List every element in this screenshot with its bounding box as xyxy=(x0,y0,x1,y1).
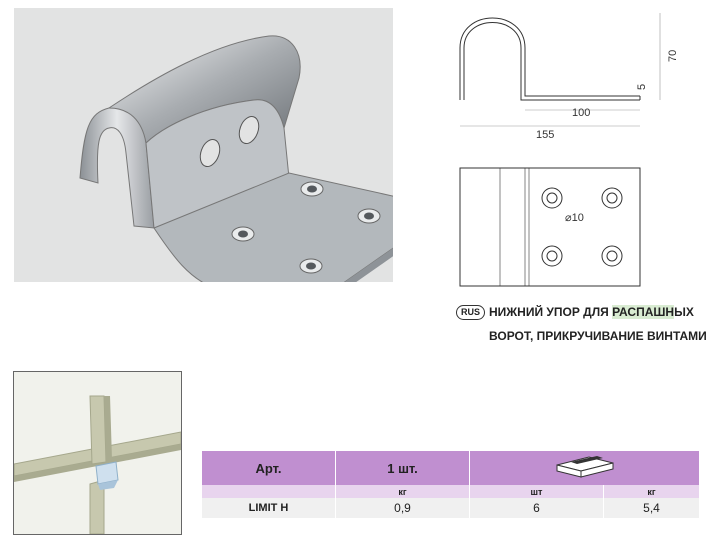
caption-text-a: НИЖНИЙ УПОР ДЛЯ xyxy=(489,305,613,319)
table-units-row: кг шт кг xyxy=(202,485,699,498)
cell-pack-weight: 5,4 xyxy=(603,498,699,518)
header-art: Арт. xyxy=(202,451,336,485)
dim-70: 70 xyxy=(667,50,679,62)
spec-table: Арт. 1 шт. кг шт кг LIMIT H 0,9 6 5,4 xyxy=(202,451,699,518)
installation-inset xyxy=(13,371,182,535)
header-qty: 1 шт. xyxy=(335,451,470,485)
caption-highlight: РАСПАШН xyxy=(612,305,675,319)
header-pack xyxy=(469,451,699,485)
cell-weight: 0,9 xyxy=(335,498,470,518)
inset-image xyxy=(14,372,181,534)
dim-hole: ⌀10 xyxy=(565,212,584,224)
drawing-svg: 100 70 5 155 ⌀10 xyxy=(459,13,679,287)
unit-kg2: кг xyxy=(603,485,699,498)
table-row: LIMIT H 0,9 6 5,4 xyxy=(202,498,699,518)
unit-kg: кг xyxy=(335,485,470,498)
package-box-icon xyxy=(556,455,613,478)
technical-drawing: 100 70 5 155 ⌀10 xyxy=(440,8,700,298)
bracket-image xyxy=(79,35,430,306)
caption-text-b: ЫХ xyxy=(674,305,694,319)
product-photo xyxy=(14,8,430,306)
language-badge: RUS xyxy=(456,305,486,320)
table-header-row: Арт. 1 шт. xyxy=(202,451,699,485)
cell-art: LIMIT H xyxy=(202,498,336,518)
dim-100: 100 xyxy=(572,107,590,119)
unit-sht: шт xyxy=(469,485,604,498)
dim-155: 155 xyxy=(536,129,554,141)
unit-empty xyxy=(202,485,336,498)
dim-5: 5 xyxy=(636,84,648,90)
cell-pack-qty: 6 xyxy=(469,498,604,518)
caption-line-2: ВОРОТ, ПРИКРУЧИВАНИЕ ВИНТАМИ xyxy=(489,329,707,343)
